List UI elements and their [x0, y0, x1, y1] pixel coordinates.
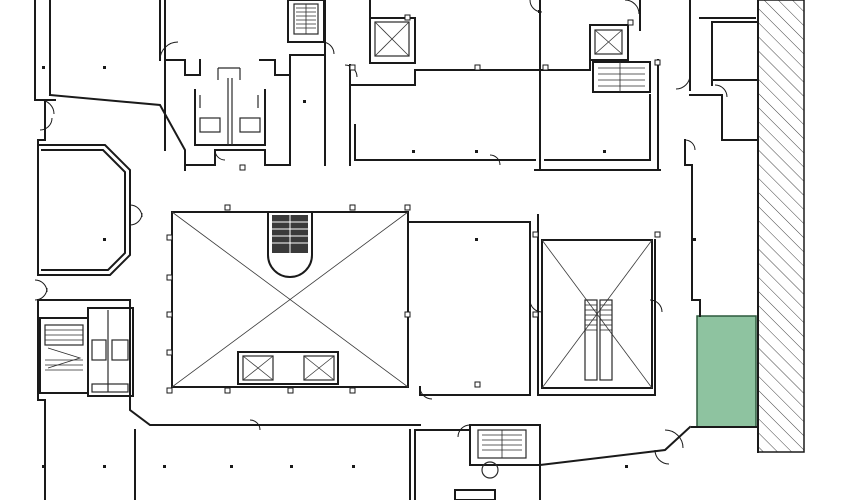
top-center-rooms [349, 0, 661, 171]
stair-icon [272, 215, 308, 253]
bottom-rooms [134, 424, 541, 500]
stair-top-left [287, 0, 325, 43]
column-icon [166, 14, 661, 394]
exterior-hatch-zone [757, 0, 805, 453]
escalator-icon [584, 299, 613, 381]
outer-walls [34, 0, 759, 500]
column-dots [42, 10, 696, 468]
central-atrium [171, 211, 409, 388]
top-left-rooms [48, 0, 326, 171]
door-swing-icon [34, 0, 728, 465]
middle-right-rooms [407, 94, 759, 467]
highlighted-room[interactable] [696, 315, 757, 428]
left-mid-rooms [37, 144, 421, 426]
